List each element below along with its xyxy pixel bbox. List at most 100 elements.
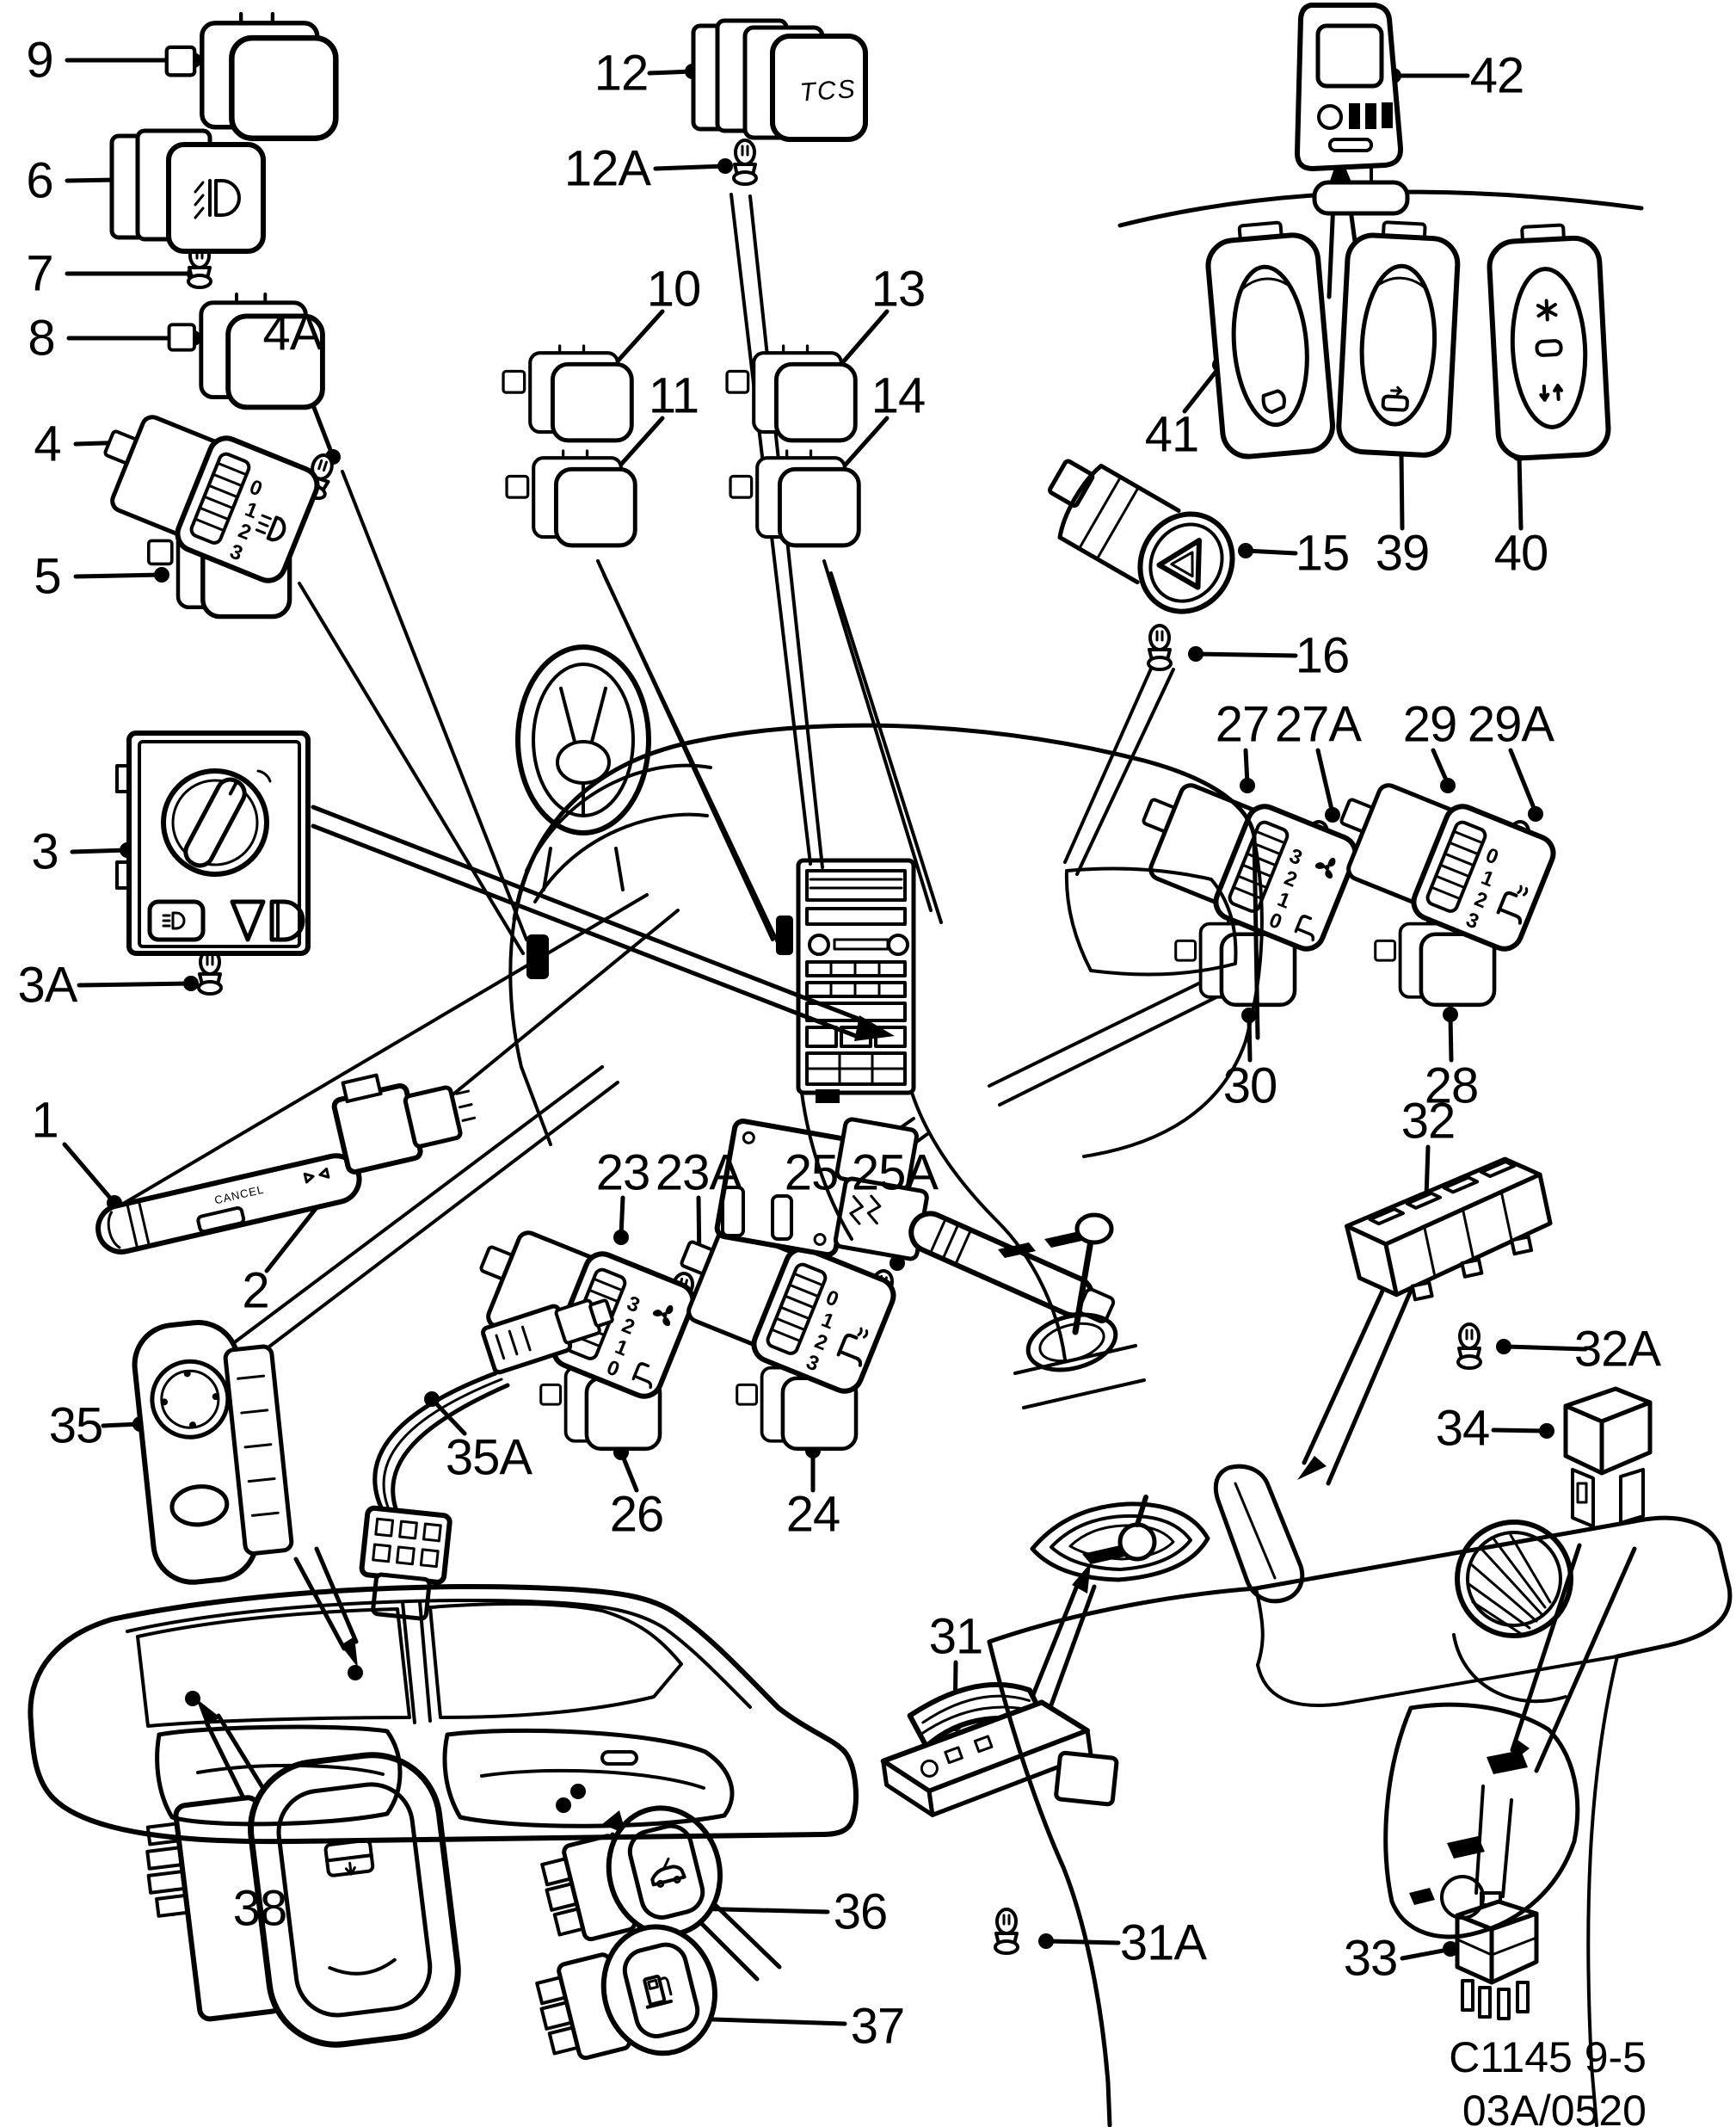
part-label-34: 34 xyxy=(1435,1400,1491,1457)
part-label-10: 10 xyxy=(646,261,702,318)
mirror-icon xyxy=(1261,389,1286,415)
part-label-32a: 32A xyxy=(1573,1321,1661,1378)
headlight-icon xyxy=(255,514,286,542)
part-16-bulb xyxy=(1147,624,1173,671)
part-9-blank-switch xyxy=(167,14,336,139)
part-label-28: 28 xyxy=(1424,1057,1480,1114)
part-37-fuel-door-switch xyxy=(535,1924,717,2061)
part-label-31: 31 xyxy=(928,1608,984,1665)
parking-light-icon xyxy=(162,911,186,930)
fan-icon xyxy=(1314,858,1336,879)
seat-heat-icon xyxy=(1496,885,1529,925)
part-label-3a: 3A xyxy=(17,957,78,1014)
part-label-41: 41 xyxy=(1144,406,1200,463)
part-29-seat-heat-dial-switch: 0 1 2 3 xyxy=(1339,783,1556,952)
part-label-25a: 25A xyxy=(851,1144,939,1201)
part-label-5: 5 xyxy=(34,548,61,605)
part-label-35a: 35A xyxy=(445,1429,532,1486)
car-side-view xyxy=(28,1583,859,1845)
part-12-tcs-switch: TCS xyxy=(691,18,868,142)
center-console-illustration xyxy=(987,1464,1733,2127)
part-3a-bulb xyxy=(197,948,223,996)
part-label-12: 12 xyxy=(594,45,649,102)
part-34-relay xyxy=(1563,1386,1653,1528)
part-label-25: 25 xyxy=(784,1144,840,1201)
part-13-blank-switch xyxy=(727,346,855,441)
part-4-headlight-level-dial-switch: 0 1 2 3 xyxy=(103,415,320,583)
part-label-1: 1 xyxy=(31,1092,58,1149)
part-label-6: 6 xyxy=(26,152,53,209)
part-label-27a: 27A xyxy=(1274,696,1362,753)
part-label-42: 42 xyxy=(1469,47,1525,104)
part-label-4a: 4A xyxy=(262,305,323,361)
part-label-40: 40 xyxy=(1493,525,1549,582)
part-35-mirror-adjust-switch xyxy=(132,1320,294,1585)
turn-arrows-icon xyxy=(303,1167,330,1184)
part-27-front-fan-dial-switch: 3 2 1 0 xyxy=(1142,783,1358,952)
part-32a-bulb xyxy=(1456,1322,1482,1370)
part-38-door-window-switch xyxy=(145,1752,461,2048)
part-label-23a: 23A xyxy=(655,1144,742,1201)
tcs-label: TCS xyxy=(799,75,858,108)
part-1-turn-signal-stalk: CANCEL xyxy=(95,1073,477,1255)
part-label-39: 39 xyxy=(1375,525,1431,582)
part-label-29: 29 xyxy=(1402,696,1458,753)
part-label-4: 4 xyxy=(34,416,61,472)
drawing-revision-code: 03A/0520 xyxy=(1462,2087,1647,2127)
seat-icon xyxy=(1294,915,1315,942)
part-label-8: 8 xyxy=(28,310,55,367)
part-label-35: 35 xyxy=(48,1397,104,1454)
part-10-blank-switch xyxy=(503,346,631,441)
fuel-pump-icon xyxy=(643,1975,673,2009)
part-31-console-rocker-switch xyxy=(880,1681,1119,1817)
part-label-3: 3 xyxy=(31,823,58,880)
part-42-overhead-console xyxy=(1295,3,1410,216)
part-31a-bulb xyxy=(994,1908,1019,1955)
part-35a-wiring-harness xyxy=(359,1298,614,1621)
part-label-33: 33 xyxy=(1343,1930,1399,1987)
part-label-23: 23 xyxy=(595,1144,651,1201)
part-label-15: 15 xyxy=(1295,525,1351,582)
part-39-sunroof-rocker-switch xyxy=(1336,220,1461,458)
part-3-headlight-switch-panel xyxy=(115,731,311,956)
part-label-2: 2 xyxy=(242,1262,269,1319)
part-label-14: 14 xyxy=(871,367,926,424)
asterisk-icon xyxy=(1536,299,1558,322)
part-label-38: 38 xyxy=(232,1880,288,1937)
part-label-13: 13 xyxy=(871,261,926,318)
arrows-icon xyxy=(1539,383,1564,402)
part-33-relay-switch xyxy=(1455,1891,1539,2020)
part-6-fog-light-switch xyxy=(109,128,266,254)
part-40-interior-light-rocker-switch xyxy=(1487,223,1611,461)
dashboard-illustration xyxy=(508,644,1264,1409)
part-32-window-switch-bank xyxy=(1345,1156,1553,1302)
part-label-26: 26 xyxy=(609,1486,665,1543)
part-label-16: 16 xyxy=(1295,627,1351,684)
rearview-mirror xyxy=(1312,180,1410,216)
fan-icon xyxy=(652,1305,674,1327)
part-label-36: 36 xyxy=(833,1883,889,1940)
part-label-12a: 12A xyxy=(563,140,651,197)
part-41-mirror-rocker-switch xyxy=(1205,220,1335,459)
part-14-blank-switch xyxy=(730,451,859,546)
seat-icon xyxy=(631,1362,653,1390)
part-label-11: 11 xyxy=(648,367,699,424)
seat-heat-icon xyxy=(836,1327,869,1367)
part-label-9: 9 xyxy=(26,32,53,89)
part-15-hazard-switch xyxy=(1048,459,1235,614)
drawing-code: C1145 9-5 xyxy=(1449,2033,1647,2081)
part-12a-bulb xyxy=(732,139,758,186)
hazard-triangle-icon xyxy=(1156,538,1202,590)
part-label-29a: 29A xyxy=(1467,696,1554,753)
part-2-wiper-stalk-assembly xyxy=(714,1117,1116,1324)
part-label-24: 24 xyxy=(785,1486,841,1543)
part-label-31a: 31A xyxy=(1119,1914,1207,1971)
part-label-32: 32 xyxy=(1400,1093,1456,1150)
label-leaders xyxy=(62,52,1588,2026)
part-label-37: 37 xyxy=(850,1998,906,2055)
trunk-open-icon xyxy=(650,1857,686,1888)
part-23-rear-fan-dial-switch: 3 2 1 0 xyxy=(479,1230,696,1399)
fog-light-icon xyxy=(194,179,241,219)
